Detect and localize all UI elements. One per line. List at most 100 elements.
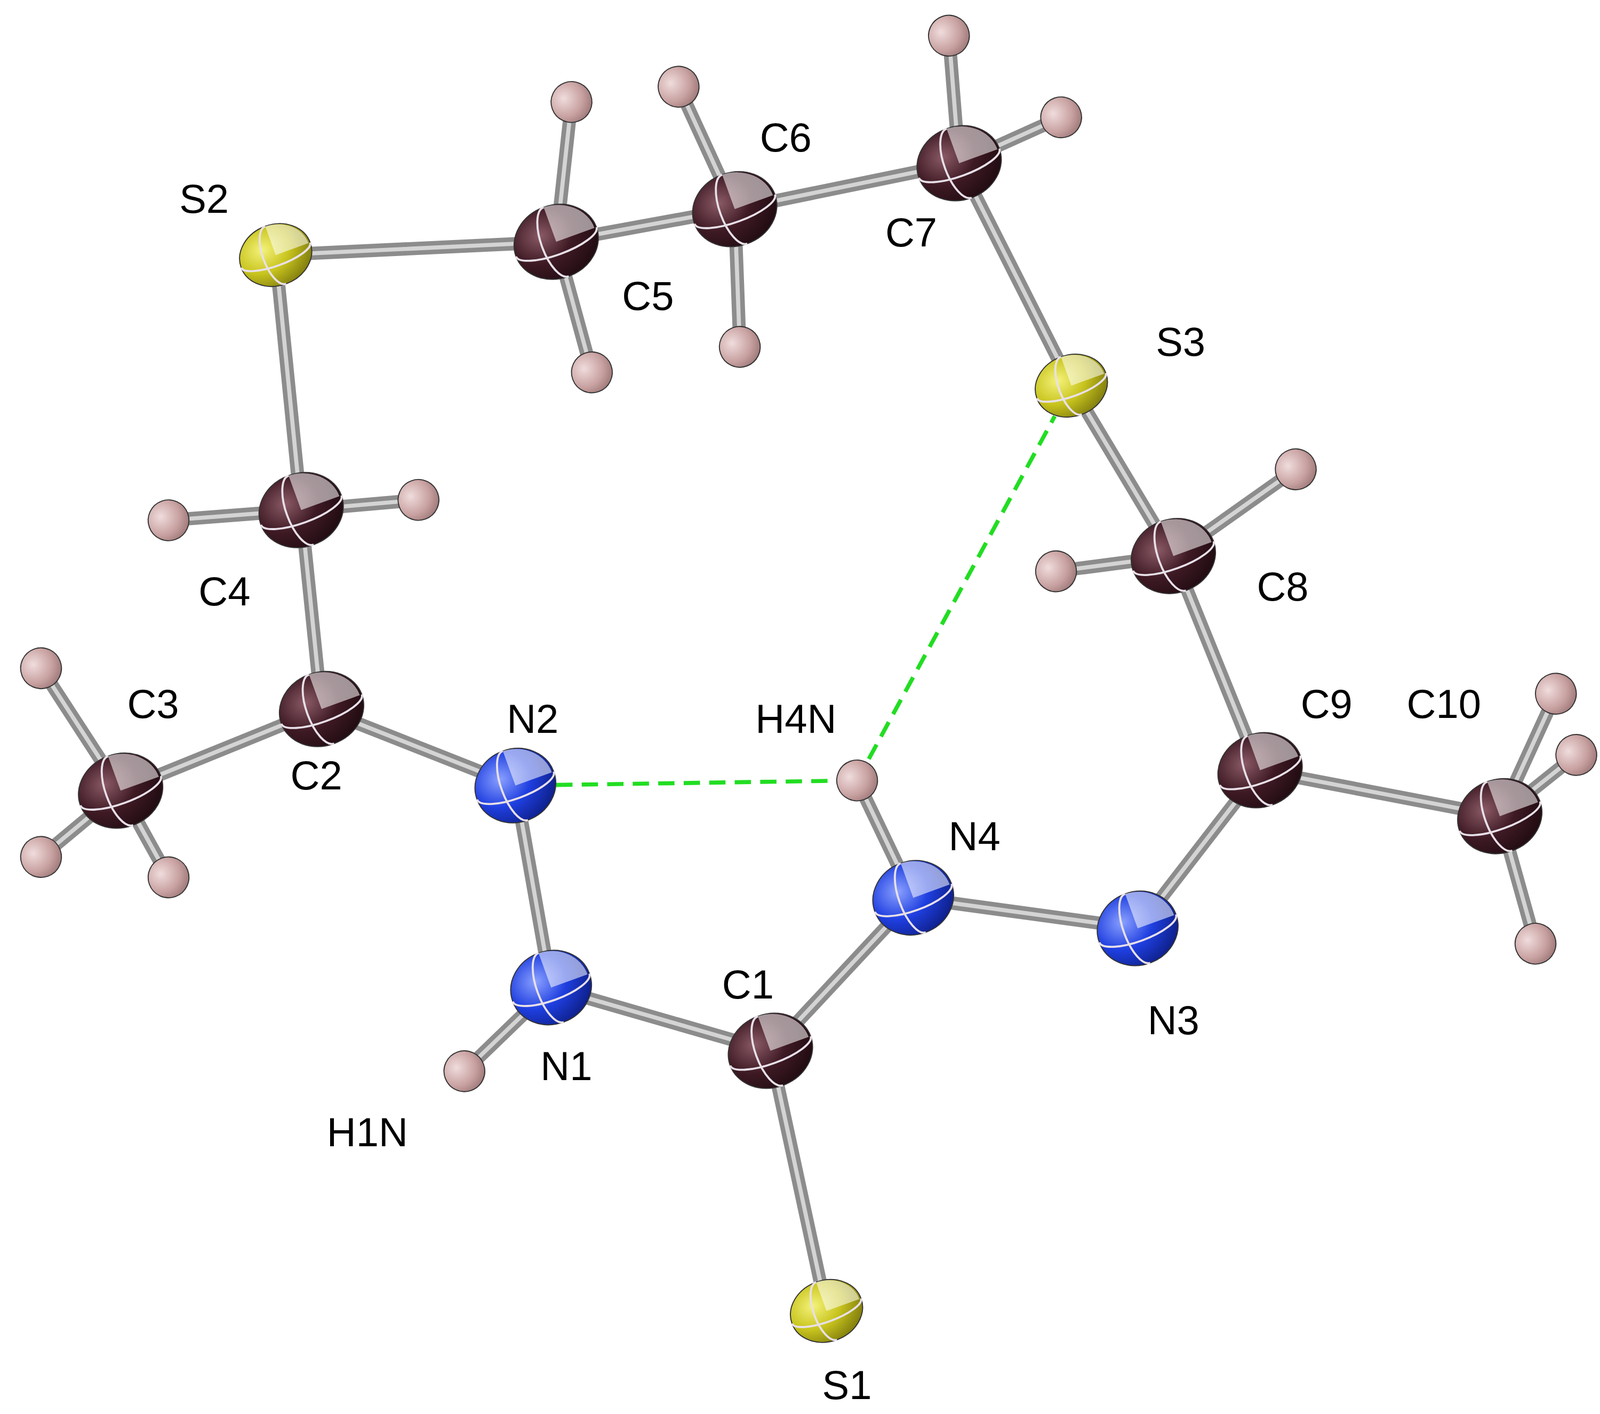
octant-cut bbox=[1487, 767, 1539, 816]
atom-body bbox=[1446, 766, 1553, 866]
principal-axis-ring bbox=[464, 737, 567, 835]
atom-body bbox=[713, 320, 766, 373]
atom-body bbox=[830, 754, 884, 807]
atom-body bbox=[652, 60, 705, 114]
octant-cut bbox=[816, 1270, 860, 1311]
atom-ellipsoid bbox=[1086, 880, 1189, 978]
atom-label: C10 bbox=[1406, 683, 1482, 725]
atom-ellipsoid bbox=[464, 737, 567, 835]
atom-ellipsoid bbox=[438, 1044, 491, 1098]
atom-ellipsoid bbox=[565, 346, 619, 399]
atom-ellipsoid bbox=[67, 741, 174, 840]
atom-ellipsoid bbox=[1035, 91, 1088, 144]
principal-axis-ring bbox=[248, 460, 355, 559]
atom-ellipsoid bbox=[268, 659, 375, 758]
principal-axis-ring bbox=[500, 939, 603, 1037]
hydrogen-bond bbox=[868, 416, 1055, 759]
atom-label: C5 bbox=[621, 275, 674, 317]
atom-ellipsoid bbox=[862, 849, 965, 947]
atom-body bbox=[1086, 880, 1189, 978]
principal-axis-ring bbox=[67, 741, 174, 840]
bond-highlight bbox=[958, 163, 1071, 386]
atom-ellipsoid bbox=[503, 192, 610, 291]
atom-label: C9 bbox=[1300, 683, 1353, 725]
atom-body bbox=[922, 9, 975, 62]
atom-body bbox=[1269, 443, 1323, 496]
atom-label: C6 bbox=[760, 117, 812, 158]
bond-rod bbox=[275, 254, 302, 510]
atom-ellipsoid bbox=[682, 160, 788, 259]
atom-body bbox=[142, 493, 195, 547]
atom-body bbox=[14, 642, 68, 695]
principal-axis-ring bbox=[781, 1269, 872, 1352]
bond-highlight bbox=[275, 254, 302, 510]
atom-ellipsoid bbox=[906, 114, 1012, 213]
atom-body bbox=[1035, 91, 1088, 144]
atom-ellipsoid bbox=[14, 642, 68, 695]
principal-axis-ring bbox=[503, 192, 610, 291]
octant-cut bbox=[308, 660, 360, 710]
atom-body bbox=[1529, 667, 1582, 720]
atom-body bbox=[1120, 506, 1227, 605]
atom-ellipsoid bbox=[713, 320, 766, 373]
octant-cut bbox=[265, 214, 309, 255]
atom-body bbox=[1550, 728, 1600, 781]
principal-axis-ring bbox=[862, 849, 965, 947]
principal-axis-ring bbox=[1026, 344, 1117, 428]
atom-body bbox=[565, 346, 619, 399]
atom-ellipsoid bbox=[392, 473, 445, 526]
atom-body bbox=[682, 160, 788, 259]
atom-label: C1 bbox=[722, 964, 774, 1005]
atom-ellipsoid bbox=[1029, 545, 1083, 598]
atom-body bbox=[392, 473, 445, 526]
atom-body bbox=[862, 849, 965, 947]
atom-body bbox=[717, 1001, 823, 1100]
atom-label: S2 bbox=[179, 178, 229, 220]
atom-ellipsoid bbox=[1120, 506, 1227, 605]
atom-label: S3 bbox=[1155, 321, 1206, 363]
octant-cut bbox=[757, 1002, 809, 1051]
atom-body bbox=[268, 659, 375, 758]
atom-body bbox=[230, 213, 322, 297]
octant-cut bbox=[543, 193, 595, 243]
octant-cut bbox=[1247, 721, 1299, 771]
atom-ellipsoid bbox=[922, 9, 975, 62]
octant-cut bbox=[288, 461, 340, 511]
atom-label: H1N bbox=[326, 1112, 408, 1153]
principal-axis-ring bbox=[1120, 506, 1227, 605]
principal-axis-ring bbox=[1207, 721, 1314, 820]
bond-rod bbox=[958, 163, 1071, 386]
atom-body bbox=[142, 851, 195, 904]
octant-cut bbox=[502, 737, 552, 786]
principal-axis-ring bbox=[268, 659, 375, 758]
hydrogen-bond bbox=[556, 780, 833, 786]
atom-ellipsoid bbox=[1529, 667, 1582, 720]
bond-highlight bbox=[770, 1050, 827, 1311]
atom-ellipsoid bbox=[1269, 443, 1323, 496]
atom-body bbox=[67, 741, 174, 840]
atom-ellipsoid bbox=[142, 851, 195, 904]
atom-body bbox=[1207, 721, 1314, 820]
atom-ellipsoid bbox=[1550, 728, 1600, 781]
atom-label: H4N bbox=[755, 698, 837, 740]
atom-label: C3 bbox=[126, 683, 179, 725]
atom-body bbox=[781, 1269, 872, 1352]
atom-ellipsoid bbox=[248, 460, 355, 559]
atom-body bbox=[1509, 917, 1562, 970]
atom-label: N4 bbox=[948, 816, 1001, 857]
atom-body bbox=[1029, 545, 1083, 598]
atom-label: S1 bbox=[822, 1364, 872, 1406]
atom-label: C7 bbox=[885, 212, 938, 253]
atom-body bbox=[906, 114, 1012, 213]
principal-axis-ring bbox=[906, 114, 1012, 213]
atom-ellipsoid bbox=[717, 1001, 823, 1100]
octant-cut bbox=[108, 742, 159, 791]
atom-ellipsoid bbox=[830, 754, 884, 807]
atom-ellipsoid bbox=[1207, 721, 1314, 820]
atom-ellipsoid bbox=[652, 60, 705, 114]
atom-label: N1 bbox=[540, 1045, 592, 1087]
atom-ellipsoid bbox=[230, 213, 322, 297]
atom-body bbox=[545, 75, 598, 128]
atom-label: C2 bbox=[290, 755, 343, 796]
